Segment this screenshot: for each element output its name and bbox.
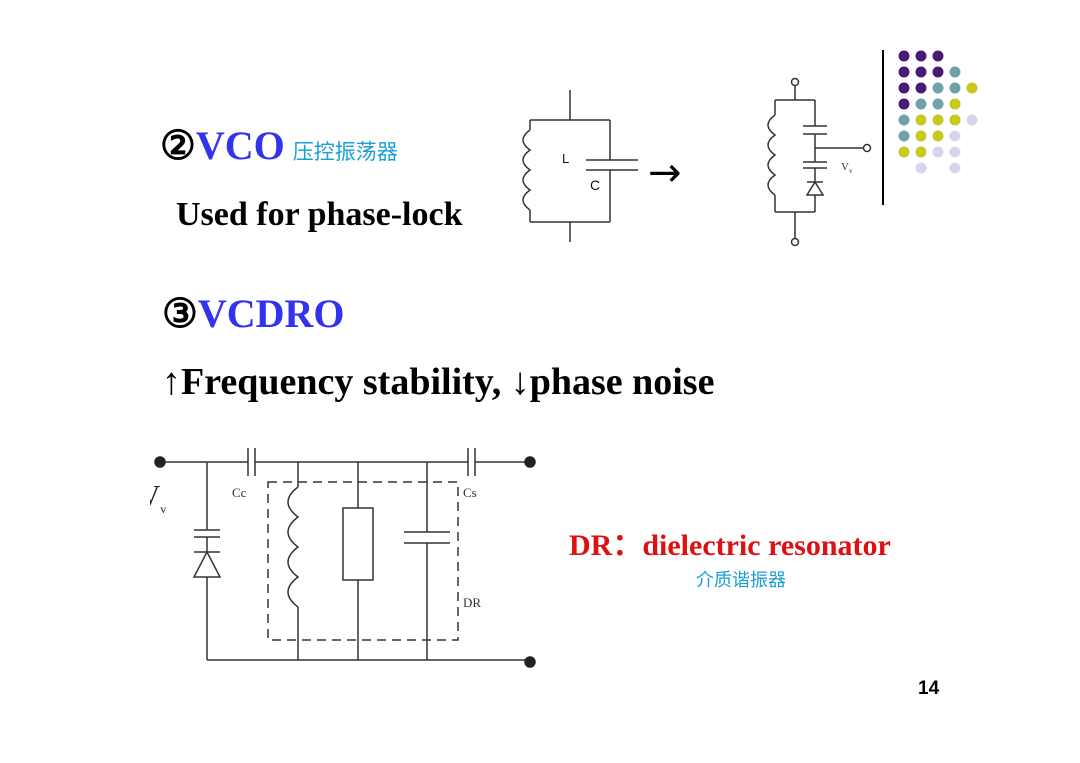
- decorative-dot: [898, 66, 910, 78]
- decorative-dot: [949, 66, 961, 78]
- decorative-dot: [915, 50, 927, 62]
- decorative-dot: [932, 66, 944, 78]
- decorative-dot: [915, 82, 927, 94]
- decorative-dot-grid: [898, 50, 978, 174]
- dot-pattern: [898, 50, 978, 174]
- vco-circuit-diagram: Vv: [767, 77, 872, 247]
- vco-control-voltage-label: Vv: [841, 161, 853, 175]
- decorative-dot: [915, 114, 927, 126]
- vco-marker: ②: [160, 123, 196, 168]
- inductor-label: L: [562, 151, 569, 166]
- decorative-dot: [898, 82, 910, 94]
- decorative-dot: [949, 82, 961, 94]
- vcdro-benefits-text: ↑Frequency stability, ↓phase noise: [162, 361, 715, 403]
- transform-arrow: →: [648, 150, 682, 196]
- decorative-dot: [932, 82, 944, 94]
- decorative-dot: [898, 50, 910, 62]
- decorative-dot: [949, 162, 961, 174]
- vcdro-heading: ③VCDRO: [162, 290, 345, 337]
- decorative-dot: [949, 146, 961, 158]
- decorative-dot: [915, 98, 927, 110]
- decorative-dot: [949, 130, 961, 142]
- page-number: 14: [918, 678, 940, 699]
- vco-title: VCO: [195, 123, 285, 168]
- decorative-dot: [932, 130, 944, 142]
- decorative-dot: [915, 130, 927, 142]
- coupling-cap-right-label: Cs: [463, 485, 477, 500]
- decorative-dot: [949, 98, 961, 110]
- vcdro-marker: ③: [162, 291, 198, 336]
- decorative-dot: [966, 82, 978, 94]
- dr-chinese-label: 介质谐振器: [696, 570, 786, 591]
- decorative-dot: [915, 146, 927, 158]
- decorative-dot: [915, 66, 927, 78]
- decorative-dot: [898, 130, 910, 142]
- dr-definition: DR：dielectric resonator: [569, 529, 891, 562]
- decorative-dot: [932, 114, 944, 126]
- decorative-dot: [915, 162, 927, 174]
- lc-tank-diagram: L C: [522, 90, 638, 242]
- capacitor-label: C: [590, 177, 600, 193]
- vcdro-control-voltage-label: Vv: [150, 481, 166, 516]
- decorative-dot: [966, 114, 978, 126]
- decorative-dot: [898, 114, 910, 126]
- decorative-dot: [932, 50, 944, 62]
- decorative-dot: [949, 114, 961, 126]
- divider-line: [882, 50, 884, 205]
- vco-heading: ②VCO 压控振荡器: [160, 122, 398, 169]
- vco-chinese-label: 压控振荡器: [292, 140, 398, 164]
- vcdro-circuit-diagram: Vv Cc Cs DR: [150, 448, 536, 668]
- decorative-dot: [898, 146, 910, 158]
- decorative-dot: [932, 98, 944, 110]
- vcdro-title: VCDRO: [197, 291, 345, 336]
- dr-box-label: DR: [463, 595, 481, 610]
- coupling-cap-left-label: Cc: [232, 485, 247, 500]
- decorative-dot: [898, 98, 910, 110]
- decorative-dot: [932, 146, 944, 158]
- vco-usage-text: Used for phase-lock: [176, 196, 463, 233]
